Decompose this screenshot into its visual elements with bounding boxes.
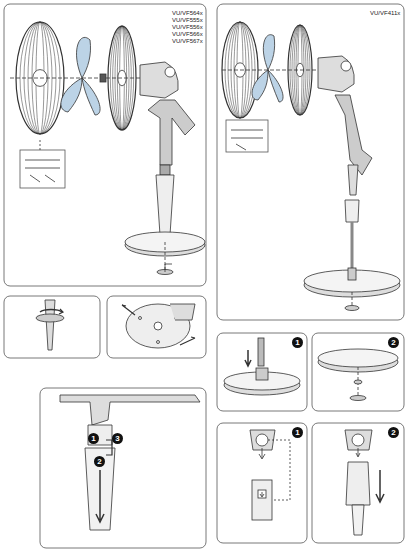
callout-number: 1 (292, 337, 303, 348)
callout-number: 1 (292, 427, 303, 438)
callout-number: 3 (112, 433, 123, 444)
model-number: VU/VF566x (172, 31, 203, 37)
model-number: VU/VF556x (172, 24, 203, 30)
model-number: VU/VF411x (370, 10, 400, 16)
callout-number: 2 (388, 427, 399, 438)
model-number: VU/VF567x (172, 38, 203, 44)
callout-number: 2 (94, 456, 105, 467)
model-number: VU/VF555x (172, 17, 203, 23)
callout-number: 2 (388, 337, 399, 348)
callout-number: 1 (88, 433, 99, 444)
model-number: VU/VF564x (172, 10, 203, 16)
